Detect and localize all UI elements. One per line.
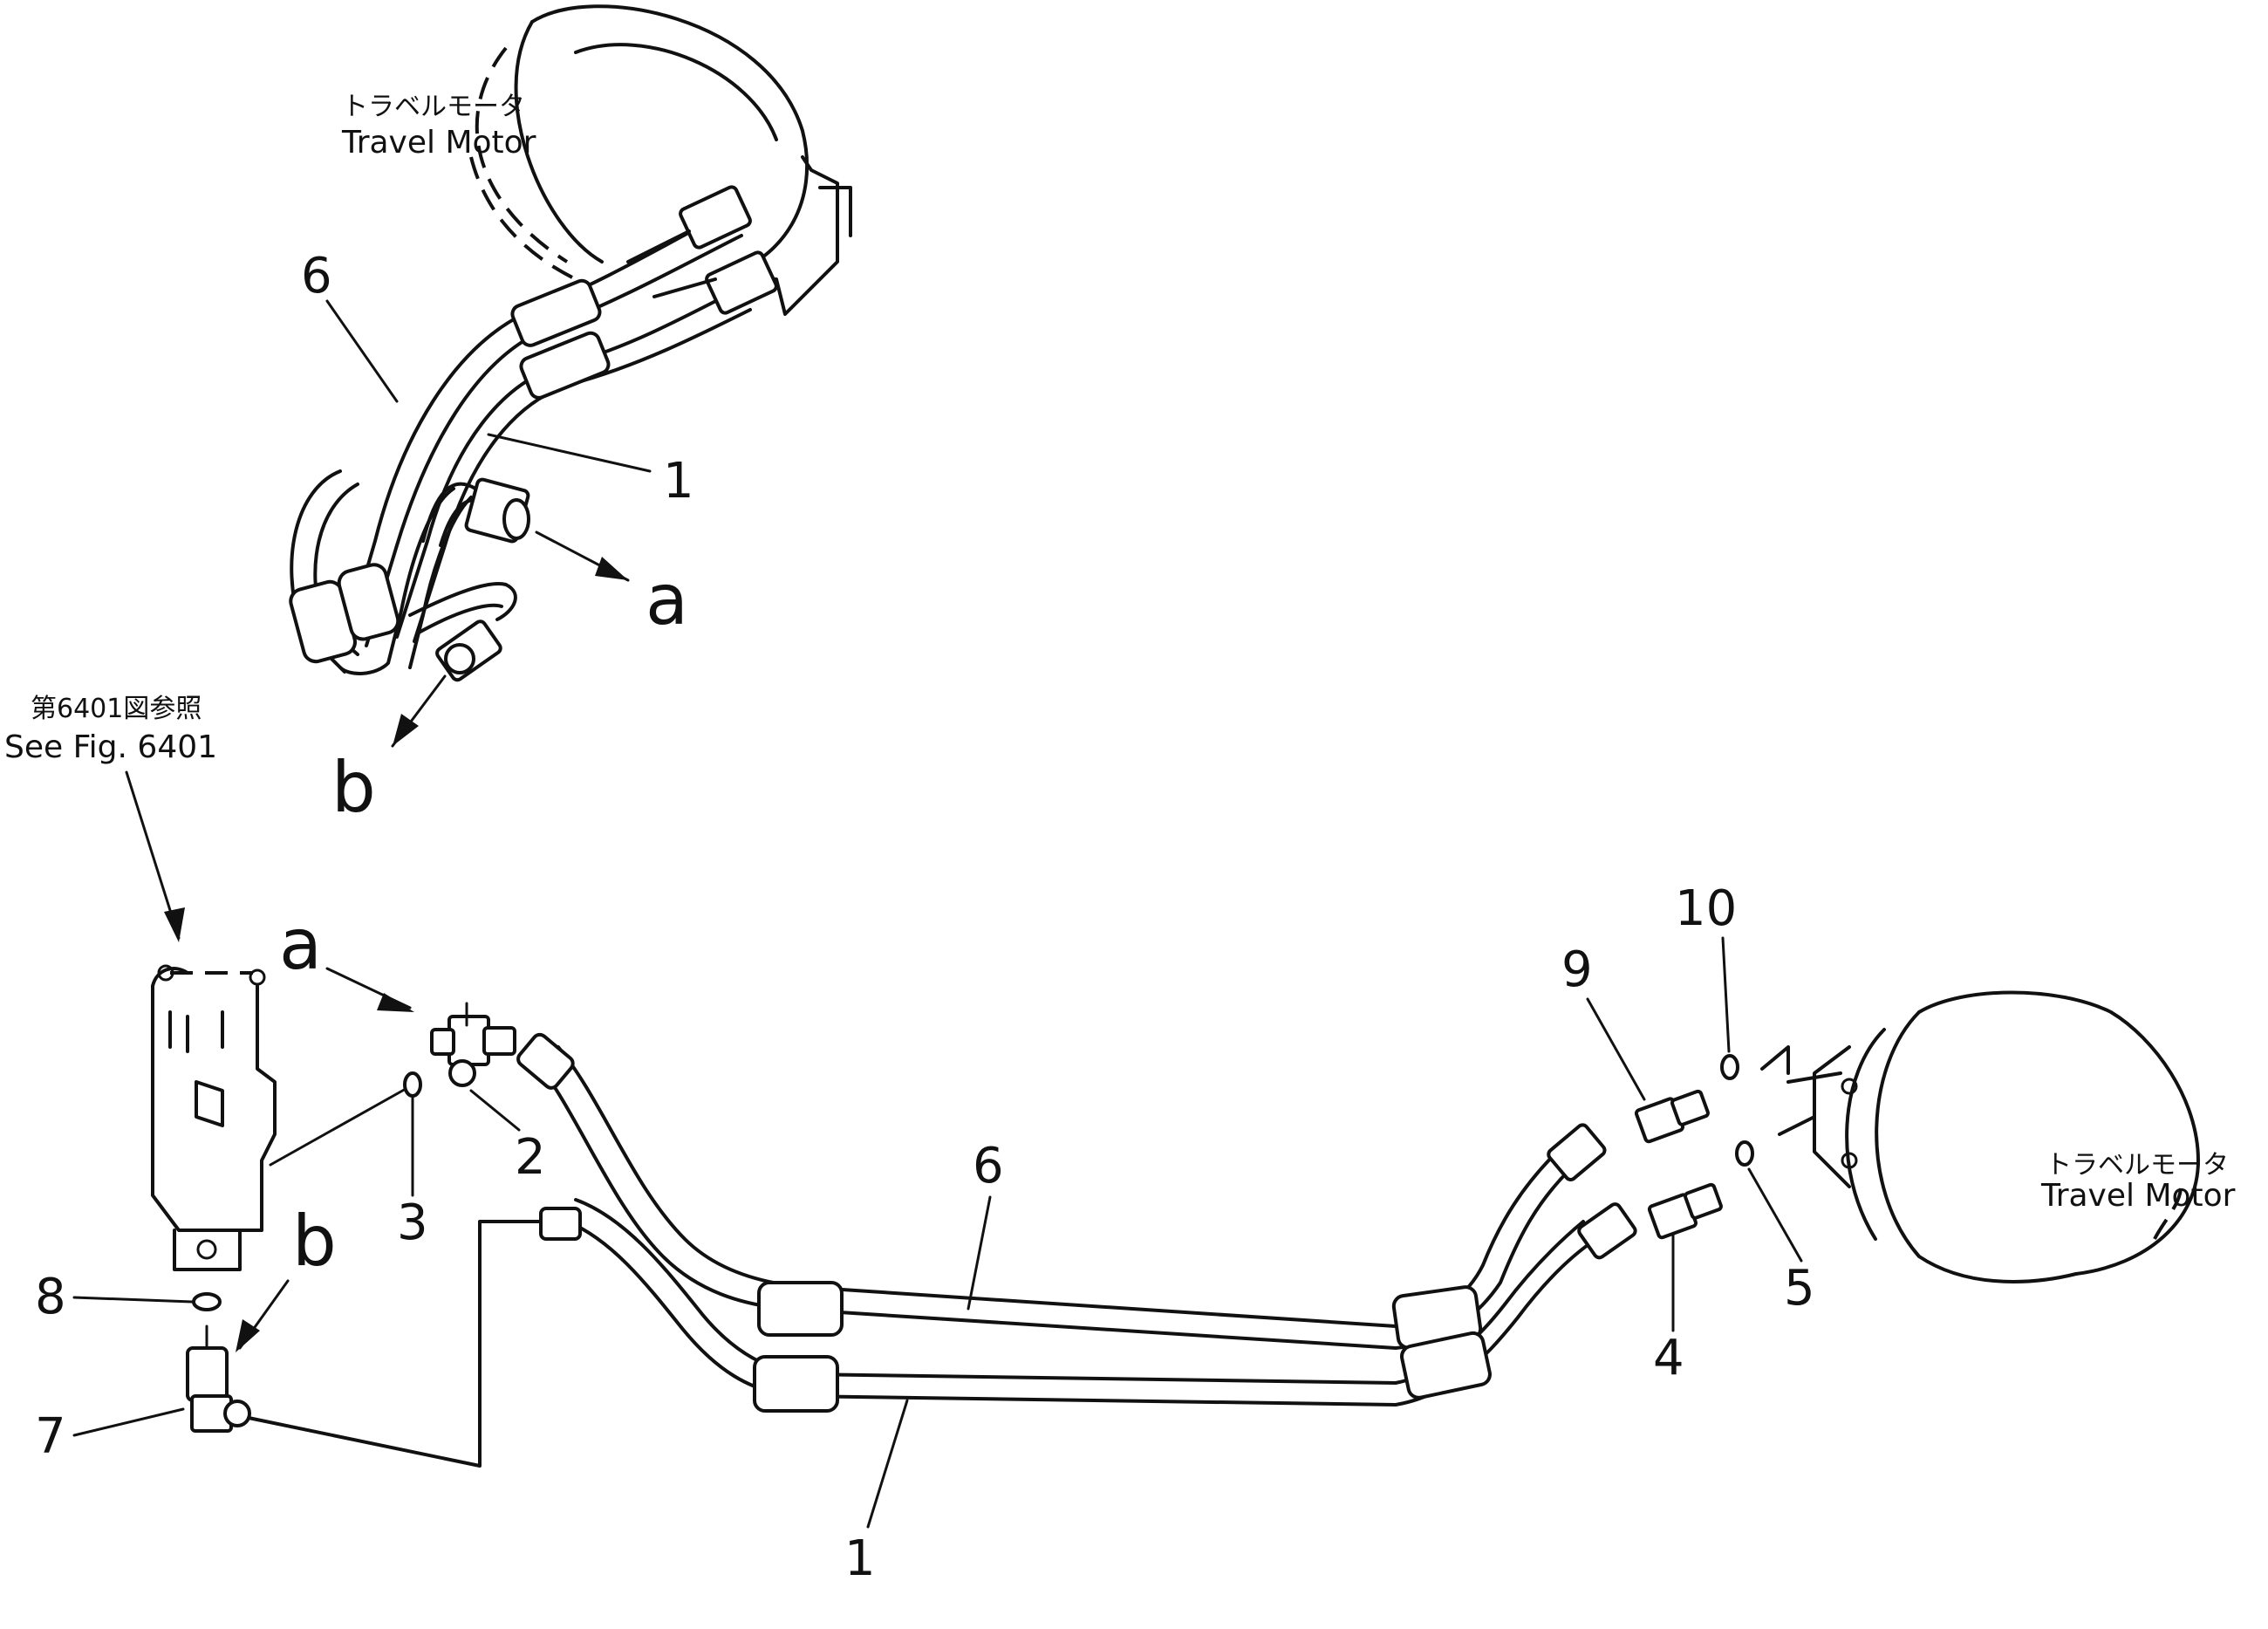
leader-valve-oring: [269, 1087, 407, 1167]
travel-motor-right: [1760, 990, 2200, 1283]
callout-top-a: a: [646, 559, 688, 640]
callout-2: 2: [515, 1129, 546, 1186]
callout-top-1: 1: [663, 453, 694, 510]
callout-main-a: a: [279, 904, 322, 985]
adapter-9: [1634, 1089, 1710, 1144]
callout-main-b: b: [292, 1201, 337, 1282]
elbow-fitting-7: [186, 1324, 251, 1433]
hose-bundle-top: [289, 185, 778, 682]
see-fig-label-en: See Fig. 6401: [4, 729, 217, 765]
callout-8: 8: [35, 1269, 66, 1325]
see-fig-label-jp: 第6401図参照: [31, 694, 202, 724]
callout-4: 4: [1653, 1330, 1684, 1386]
tee-fitting-2: [430, 1002, 516, 1087]
callout-top-b: b: [331, 747, 376, 828]
callout-6: 6: [973, 1138, 1004, 1194]
motor-label-right-en: Travel Motor: [2040, 1178, 2236, 1214]
hose-1: [539, 1198, 1637, 1413]
motor-label-right-jp: トラベルモータ: [2046, 1150, 2229, 1181]
motor-label-top-jp: トラベルモータ: [342, 92, 525, 122]
callout-10: 10: [1675, 880, 1737, 937]
callout-7: 7: [35, 1408, 66, 1465]
callout-5: 5: [1784, 1260, 1815, 1317]
o-ring-5: [1735, 1140, 1754, 1167]
hose-6: [516, 1032, 1607, 1350]
motor-label-top-en: Travel Motor: [341, 125, 536, 161]
top-detail-view: トラベルモータ Travel Motor 6 1 a b: [289, 4, 852, 828]
callout-top-6: 6: [301, 248, 332, 305]
callout-9: 9: [1561, 941, 1593, 998]
o-ring-3: [403, 1071, 422, 1098]
see-fig-note: 第6401図参照 See Fig. 6401: [4, 694, 217, 942]
adapter-4: [1647, 1182, 1723, 1240]
travel-motor-top: [469, 4, 852, 316]
callout-1: 1: [844, 1530, 876, 1587]
callout-3: 3: [397, 1194, 428, 1251]
valve-body: [151, 964, 277, 1271]
o-ring-8: [192, 1292, 222, 1311]
pilot-line: [247, 1220, 543, 1468]
o-ring-10: [1720, 1054, 1739, 1080]
